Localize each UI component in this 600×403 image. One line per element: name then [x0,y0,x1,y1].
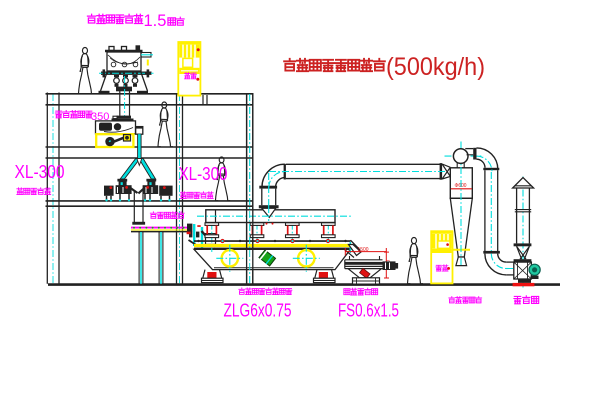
svg-text:1500: 1500 [358,247,369,253]
svg-text:1.5: 1.5 [144,12,167,30]
svg-text:ZLG6x0.75: ZLG6x0.75 [224,300,292,321]
svg-text:(500kg/h): (500kg/h) [386,53,485,81]
svg-text:XL-300: XL-300 [179,163,228,184]
svg-text:XL-300: XL-300 [15,161,65,182]
svg-text:350: 350 [91,111,109,123]
svg-text:FS0.6x1.5: FS0.6x1.5 [338,300,399,321]
